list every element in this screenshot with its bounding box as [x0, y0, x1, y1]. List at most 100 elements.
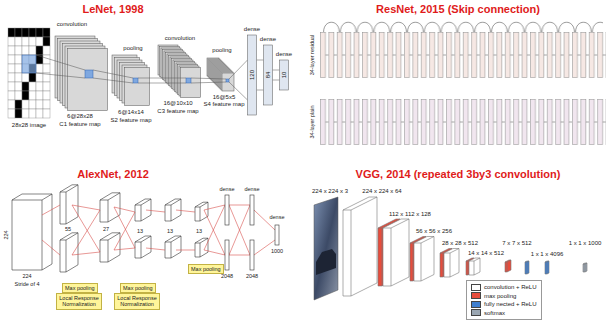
input-pixel [15, 91, 22, 100]
conv-volume-body [165, 236, 181, 258]
input-pixel [36, 55, 43, 64]
dimension-label: 27 [103, 226, 109, 232]
conv-volume [195, 202, 208, 221]
unit-count: 10 [281, 72, 288, 79]
layer-name: S2 feature map [110, 117, 151, 124]
unit-count: 2048 [246, 273, 258, 279]
conv-volume [135, 236, 151, 258]
input-pixel [22, 91, 29, 100]
conv-volume-edge [108, 200, 109, 222]
feature-map [181, 68, 201, 98]
dimension-label: 1 x 1 x 4096 [531, 251, 564, 258]
input-pixel [43, 91, 50, 100]
conv-block-edge [351, 210, 352, 296]
legend-row: fully nected + ReLU [471, 300, 537, 309]
panel-title: LeNet, 1998 [82, 3, 143, 16]
conv-block [444, 249, 459, 278]
operation-label: dense [244, 26, 260, 33]
conv-volume-body [60, 185, 78, 224]
pooling-tag: Local Response Normalization [114, 293, 160, 310]
input-pixel [22, 37, 29, 46]
input-pixel [15, 37, 22, 46]
operation-label: pooling [212, 47, 231, 54]
row-label: 34-layer plain [309, 105, 315, 138]
feature-map [68, 49, 108, 111]
dimension-label: 28x28 image [12, 122, 46, 129]
conv-block-edge [421, 243, 422, 281]
dimension-label: 16@5x5 [213, 94, 235, 101]
tag-text: Max pooling [191, 266, 221, 272]
conv-block-body [469, 258, 480, 275]
pooling-tag: Max pooling [120, 283, 156, 293]
conv-volume-edge [195, 238, 208, 243]
input-pixel [8, 91, 15, 100]
pool-block-edge [413, 243, 414, 281]
input-pixel [22, 82, 29, 91]
conv-volume-body [195, 202, 208, 221]
dimension-label: 7 x 7 x 512 [502, 240, 531, 247]
conv-volume-edge [66, 192, 67, 224]
conv-volume-body [135, 236, 151, 258]
conv-block-edge [469, 258, 480, 261]
conv-volume-body [60, 233, 78, 272]
pool-block-edge [505, 260, 511, 262]
dimension-label: 224 x 224 x 64 [362, 188, 401, 195]
kernel-window [22, 55, 36, 73]
fc-block-edge [545, 261, 549, 262]
pooling-tag: Max pooling [188, 264, 224, 274]
conv-block-body [383, 219, 409, 286]
input-pixel [8, 64, 15, 73]
input-pixel [15, 73, 22, 82]
pool-block-edge [443, 253, 444, 277]
input-volume-edge [42, 200, 43, 270]
tag-text: Local Response Normalization [117, 295, 157, 308]
dense-layer [264, 45, 273, 105]
conv-block [414, 237, 434, 282]
pool-block-body [505, 260, 511, 272]
conv-block [343, 197, 377, 296]
tag-text: Local Response Normalization [59, 295, 99, 308]
dimension-label: 16@10x10 [163, 100, 192, 107]
feature-map [125, 68, 150, 106]
operation-label: dense [276, 51, 292, 58]
input-pixel [29, 91, 36, 100]
kernel-window [186, 78, 191, 83]
conv-block-edge [414, 237, 434, 244]
dimension-label: 13 [196, 228, 202, 234]
pool-block-edge [507, 262, 508, 272]
operation-label: convolution [165, 35, 195, 42]
input-pixel [8, 100, 15, 109]
operation-label: dense [270, 214, 285, 220]
panel-title: AlexNet, 2012 [77, 168, 149, 181]
dimension-label: 1 x 1 x 1000 [569, 240, 602, 247]
input-volume-edge [12, 194, 52, 200]
input-volume [12, 194, 52, 270]
layer-name: S4 feature map [203, 101, 244, 108]
conv-volume [195, 238, 208, 257]
dimension-label: 224 [3, 230, 9, 239]
conv-volume [60, 185, 78, 224]
legend-row: max pooling [471, 292, 537, 301]
conv-block-edge [450, 253, 451, 277]
input-pixel [8, 55, 15, 64]
legend-swatch [471, 284, 481, 291]
conv-block-edge [474, 261, 475, 275]
dimension-label: 55 [65, 226, 71, 232]
conv-volume [60, 233, 78, 272]
conv-volume-edge [60, 185, 78, 192]
input-pixel [36, 28, 43, 37]
conv-volume-body [195, 238, 208, 257]
skip-connections [323, 18, 603, 32]
input-pixel [22, 109, 29, 118]
input-pixel [29, 82, 36, 91]
legend-swatch [471, 292, 481, 299]
panel-title: ResNet, 2015 (Skip connection) [376, 3, 540, 16]
input-pixel [29, 109, 36, 118]
legend-text: softmax [484, 310, 505, 316]
softmax-block-body [583, 263, 587, 272]
alexnet-dense [225, 195, 279, 270]
conv-volume-edge [60, 233, 78, 240]
fc-block [545, 261, 549, 274]
input-pixel [15, 55, 22, 64]
